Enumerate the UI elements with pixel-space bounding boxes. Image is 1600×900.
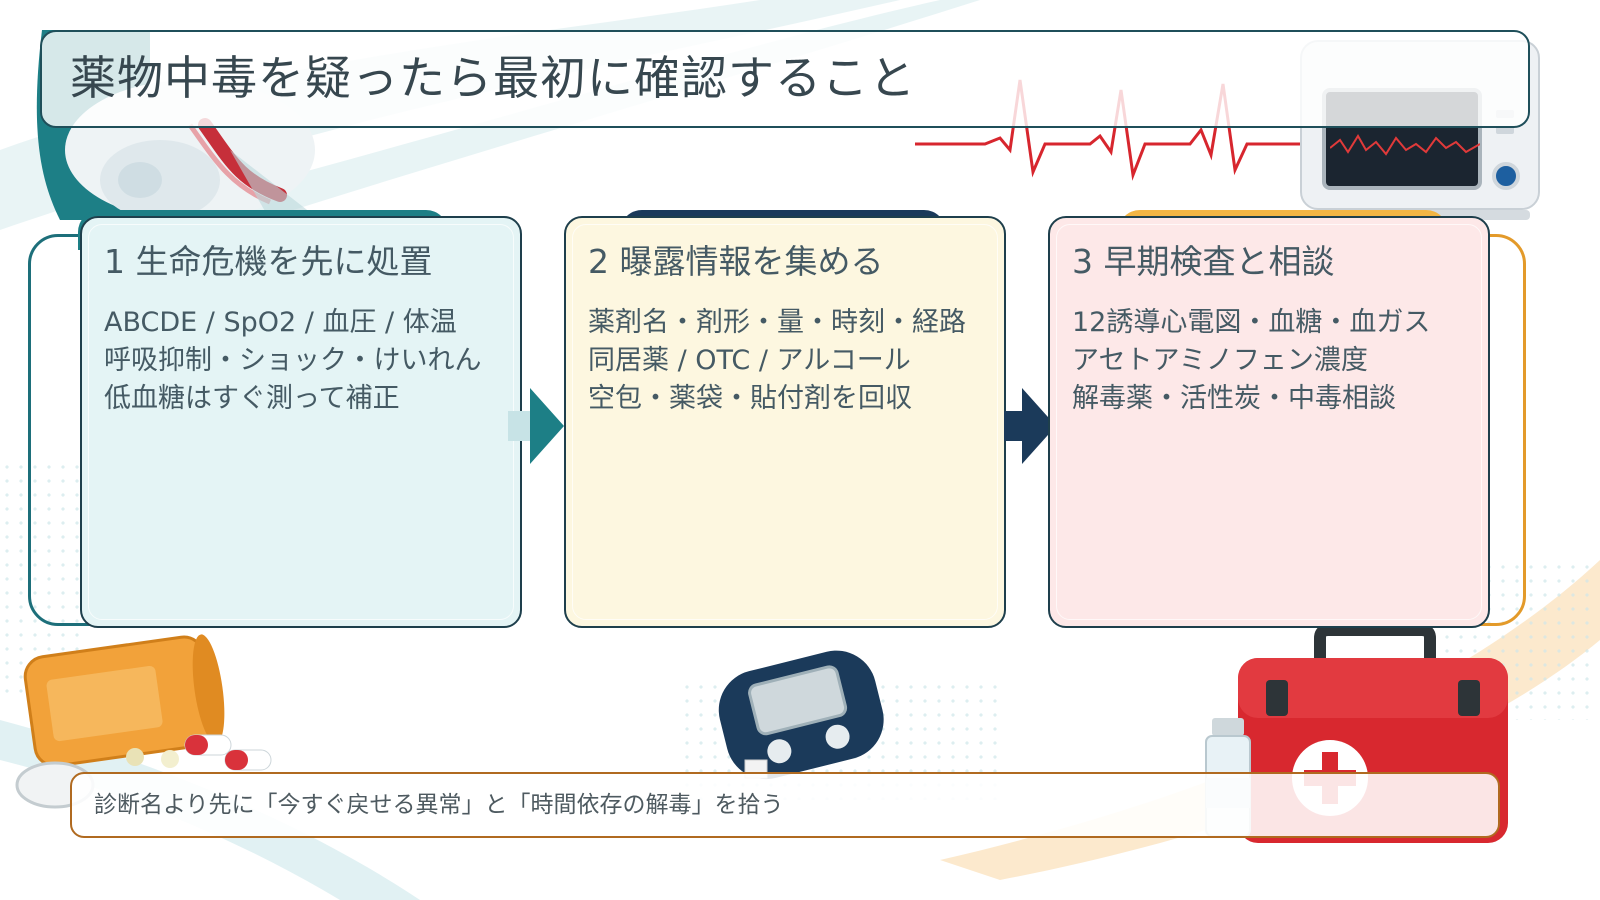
card-step-2: 2 曝露情報を集める 薬剤名・剤形・量・時刻・経路 同居薬 / OTC / アル… [564,216,1006,628]
arrow-1-stem [508,411,534,441]
card-3-line: 解毒薬・活性炭・中毒相談 [1072,383,1396,414]
card-3-line: 12誘導心電図・血糖・血ガス [1072,307,1431,338]
summary-note: 診断名より先に「今すぐ戻せる異常」と「時間依存の解毒」を拾う [70,772,1500,838]
card-inner-frame [1056,224,1482,620]
card-1-heading: 1 生命危機を先に処置 [104,242,433,281]
glucose-meter-icon [718,650,884,780]
card-1-line: 呼吸抑制・ショック・けいれん [104,345,482,376]
arrow-right-icon [530,388,564,464]
card-3-heading: 3 早期検査と相談 [1072,242,1335,281]
card-1-body: ABCDE / SpO2 / 血圧 / 体温 呼吸抑制・ショック・けいれん 低血… [104,304,506,418]
card-2-line: 同居薬 / OTC / アルコール [588,345,911,376]
card-1-line: ABCDE / SpO2 / 血圧 / 体温 [104,307,457,338]
card-2-heading: 2 曝露情報を集める [588,242,884,281]
card-inner-frame [572,224,998,620]
card-2-line: 薬剤名・剤形・量・時刻・経路 [588,307,966,338]
card-3-body: 12誘導心電図・血糖・血ガス アセトアミノフェン濃度 解毒薬・活性炭・中毒相談 [1072,304,1474,418]
card-2-body: 薬剤名・剤形・量・時刻・経路 同居薬 / OTC / アルコール 空包・薬袋・貼… [588,304,990,418]
title-banner: 薬物中毒を疑ったら最初に確認すること [40,30,1530,128]
card-step-1: 1 生命危機を先に処置 ABCDE / SpO2 / 血圧 / 体温 呼吸抑制・… [80,216,522,628]
summary-note-text: 診断名より先に「今すぐ戻せる異常」と「時間依存の解毒」を拾う [94,792,784,818]
card-2-line: 空包・薬袋・貼付剤を回収 [588,383,912,414]
page-title: 薬物中毒を疑ったら最初に確認すること [70,51,916,105]
card-step-3: 3 早期検査と相談 12誘導心電図・血糖・血ガス アセトアミノフェン濃度 解毒薬… [1048,216,1490,628]
card-3-line: アセトアミノフェン濃度 [1072,345,1368,376]
arrow-2-stem [1004,411,1026,441]
card-1-line: 低血糖はすぐ測って補正 [104,383,400,414]
